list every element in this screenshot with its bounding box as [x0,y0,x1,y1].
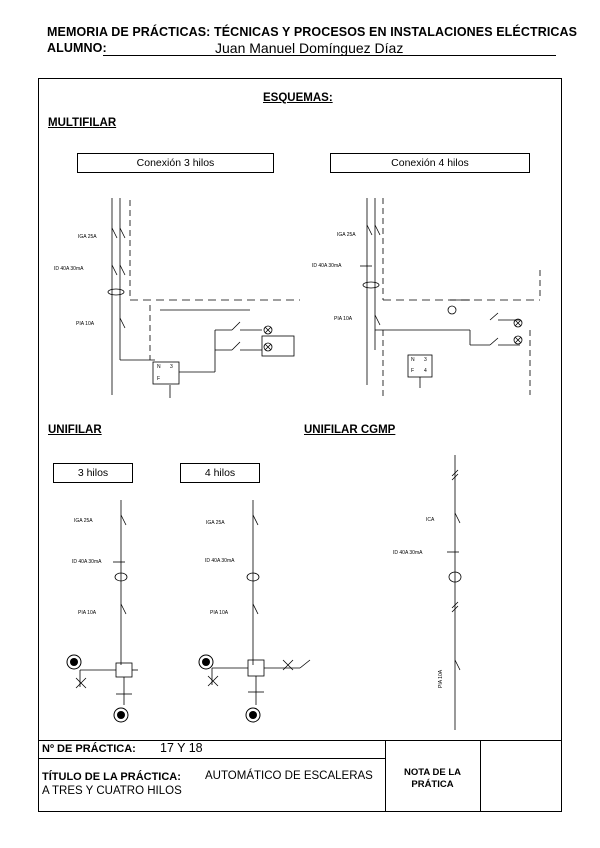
m3-label-iga: IGA 25A [78,234,97,240]
unifilar-3-hilos [75,500,138,705]
section-unifilar-cgmp: UNIFILAR CGMP [304,424,396,436]
m3-label-n: N [157,364,161,370]
m3-label-id: ID 40A 30mA [54,266,84,272]
u3-label-id: ID 40A 30mA [72,559,102,565]
practice-number-value: 17 Y 18 [160,741,203,755]
practice-title-value-2: A TRES Y CUATRO HILOS [42,785,182,797]
box-3-hilos: 3 hilos [53,463,133,483]
box-4-hilos: 4 hilos [180,463,260,483]
unifilar-cgmp [447,455,462,730]
student-name-underline [103,55,556,56]
m4-label-f: F [411,368,415,374]
m4-label-n: N [411,357,415,363]
u4-label-iga: IGA 25A [206,520,225,526]
main-frame [38,78,562,812]
m4-label-3: 3 [424,357,427,363]
cgmp-label-ica: ICA [426,517,435,523]
m3-label-3: 3 [170,364,173,370]
practice-title-label: TÍTULO DE LA PRÁCTICA: [42,771,181,783]
footer-table [38,740,562,813]
m3-label-f: F [157,376,161,382]
footer-divider-2 [480,740,481,812]
box-conexion-4-hilos: Conexión 4 hilos [330,153,530,173]
m4-label-4: 4 [424,368,427,374]
box-conexion-3-hilos: Conexión 3 hilos [77,153,274,173]
section-esquemas: ESQUEMAS: [263,92,333,104]
m4-label-id: ID 40A 30mA [312,263,342,269]
cgmp-label-pia: PIA 10A [438,669,444,688]
u3-label-iga: IGA 25A [74,518,93,524]
unifilar-4-hilos [207,500,311,705]
cgmp-label-id: ID 40A 30mA [393,550,423,556]
header-title: MEMORIA DE PRÁCTICAS: TÉCNICAS Y PROCESO… [47,25,578,39]
grade-label-1: NOTA DE LA [404,767,461,778]
section-unifilar: UNIFILAR [48,424,102,436]
practice-title-value-1: AUTOMÁTICO DE ESCALERAS [205,770,373,782]
u4-label-pia: PIA 10A [210,610,229,616]
student-label: ALUMNO: [47,41,107,55]
section-multifilar: MULTIFILAR [48,117,117,129]
footer-divider-1 [385,740,386,812]
multifilar-3-hilos [107,198,300,398]
footer-row-line [38,758,385,759]
grade-label-2: PRÁTICA [411,779,454,790]
u3-label-pia: PIA 10A [78,610,97,616]
multifilar-4-hilos [360,198,541,400]
practice-number-label: Nº DE PRÁCTICA: [42,743,136,755]
u4-label-id: ID 40A 30mA [205,558,235,564]
m4-label-iga: IGA 25A [337,232,356,238]
student-name: Juan Manuel Domínguez Díaz [215,40,404,56]
m4-label-pia: PIA 10A [334,316,353,322]
m3-label-pia: PIA 10A [76,321,95,327]
